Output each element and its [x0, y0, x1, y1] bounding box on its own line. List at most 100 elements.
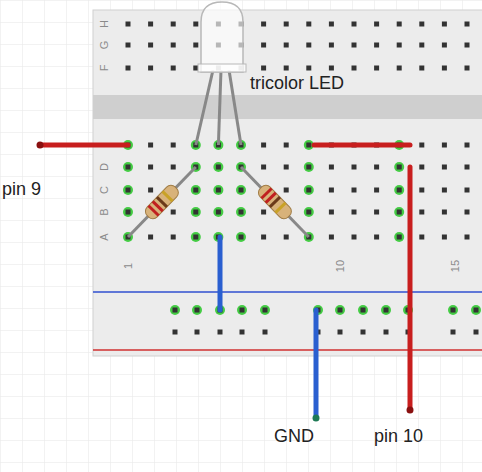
- connected-highlight: [448, 305, 458, 315]
- hole: [419, 43, 424, 48]
- led-leg: [229, 70, 241, 145]
- rail-hole: [263, 330, 268, 335]
- connected-highlight: [123, 185, 133, 195]
- row-letter: C: [99, 186, 110, 194]
- hole: [193, 235, 198, 240]
- hole: [465, 66, 470, 71]
- hole: [374, 188, 379, 193]
- hole: [397, 66, 402, 71]
- resistor-band: [156, 196, 168, 208]
- hole: [352, 210, 357, 215]
- hole: [465, 235, 470, 240]
- hole: [148, 165, 153, 170]
- hole: [239, 188, 244, 193]
- resistor-symbol: [143, 183, 181, 221]
- hole: [126, 210, 131, 215]
- row-letter: B: [99, 208, 110, 215]
- hole: [397, 188, 402, 193]
- resistor-body: [256, 183, 294, 221]
- hole: [442, 43, 447, 48]
- resistor-symbol: [256, 183, 294, 221]
- hole: [148, 66, 153, 71]
- hole: [306, 43, 311, 48]
- hole: [284, 165, 289, 170]
- hole: [216, 188, 221, 193]
- resistor-body: [143, 183, 181, 221]
- led-rim: [198, 64, 246, 72]
- led-leg: [218, 70, 221, 145]
- resistor-band: [269, 196, 281, 208]
- connected-highlight: [236, 185, 246, 195]
- hole: [148, 43, 153, 48]
- hole: [374, 165, 379, 170]
- hole: [465, 210, 470, 215]
- hole: [419, 210, 424, 215]
- gnd-jumper-wire: [218, 237, 223, 310]
- negative-rail-line: [93, 291, 482, 293]
- column-number: 10: [335, 260, 346, 272]
- pin-label: pin 9: [2, 180, 41, 198]
- component-label: tricolor LED: [250, 74, 344, 92]
- hole: [329, 165, 334, 170]
- pin-label: GND: [274, 427, 314, 445]
- hole: [374, 210, 379, 215]
- hole: [216, 210, 221, 215]
- connected-highlight: [394, 207, 404, 217]
- hole: [261, 165, 266, 170]
- hole: [126, 188, 131, 193]
- connected-highlight: [304, 185, 314, 195]
- hole: [126, 165, 131, 170]
- hole: [465, 165, 470, 170]
- hole: [329, 210, 334, 215]
- resistor-lead: [128, 167, 196, 237]
- connected-highlight: [236, 207, 246, 217]
- hole: [397, 235, 402, 240]
- hole: [306, 165, 311, 170]
- hole: [442, 66, 447, 71]
- resistor-band: [274, 202, 286, 214]
- breadboard: [93, 10, 482, 356]
- hole: [171, 165, 176, 170]
- rail-hole: [474, 330, 479, 335]
- gnd-wire: [314, 310, 319, 418]
- hole: [284, 188, 289, 193]
- column-number: 15: [450, 260, 461, 272]
- hole: [374, 22, 379, 27]
- hole: [171, 210, 176, 215]
- led-leg: [196, 70, 213, 145]
- rail-hole: [338, 330, 343, 335]
- hole: [419, 188, 424, 193]
- connected-highlight: [237, 305, 247, 315]
- connected-highlight: [123, 162, 133, 172]
- hole: [216, 165, 221, 170]
- rail-hole: [240, 330, 245, 335]
- row-letter: F: [99, 65, 110, 72]
- hole: [442, 165, 447, 170]
- hole: [261, 66, 266, 71]
- row-letter: A: [99, 233, 110, 240]
- hole: [419, 235, 424, 240]
- hole: [465, 43, 470, 48]
- hole: [284, 22, 289, 27]
- hole: [465, 143, 470, 148]
- hole: [193, 188, 198, 193]
- hole: [284, 143, 289, 148]
- hole: [193, 210, 198, 215]
- hole: [352, 188, 357, 193]
- rail-hole: [474, 308, 479, 313]
- hole: [329, 235, 334, 240]
- hole: [419, 143, 424, 148]
- center-channel: [93, 95, 482, 119]
- led-dome: [201, 2, 243, 72]
- hole: [419, 22, 424, 27]
- rail-hole: [195, 308, 200, 313]
- wire-end: [37, 142, 44, 149]
- hole: [329, 66, 334, 71]
- hole: [261, 210, 266, 215]
- hole: [442, 210, 447, 215]
- rail-hole: [451, 330, 456, 335]
- rail-hole: [173, 330, 178, 335]
- connected-highlight: [192, 305, 202, 315]
- connected-highlight: [236, 232, 246, 242]
